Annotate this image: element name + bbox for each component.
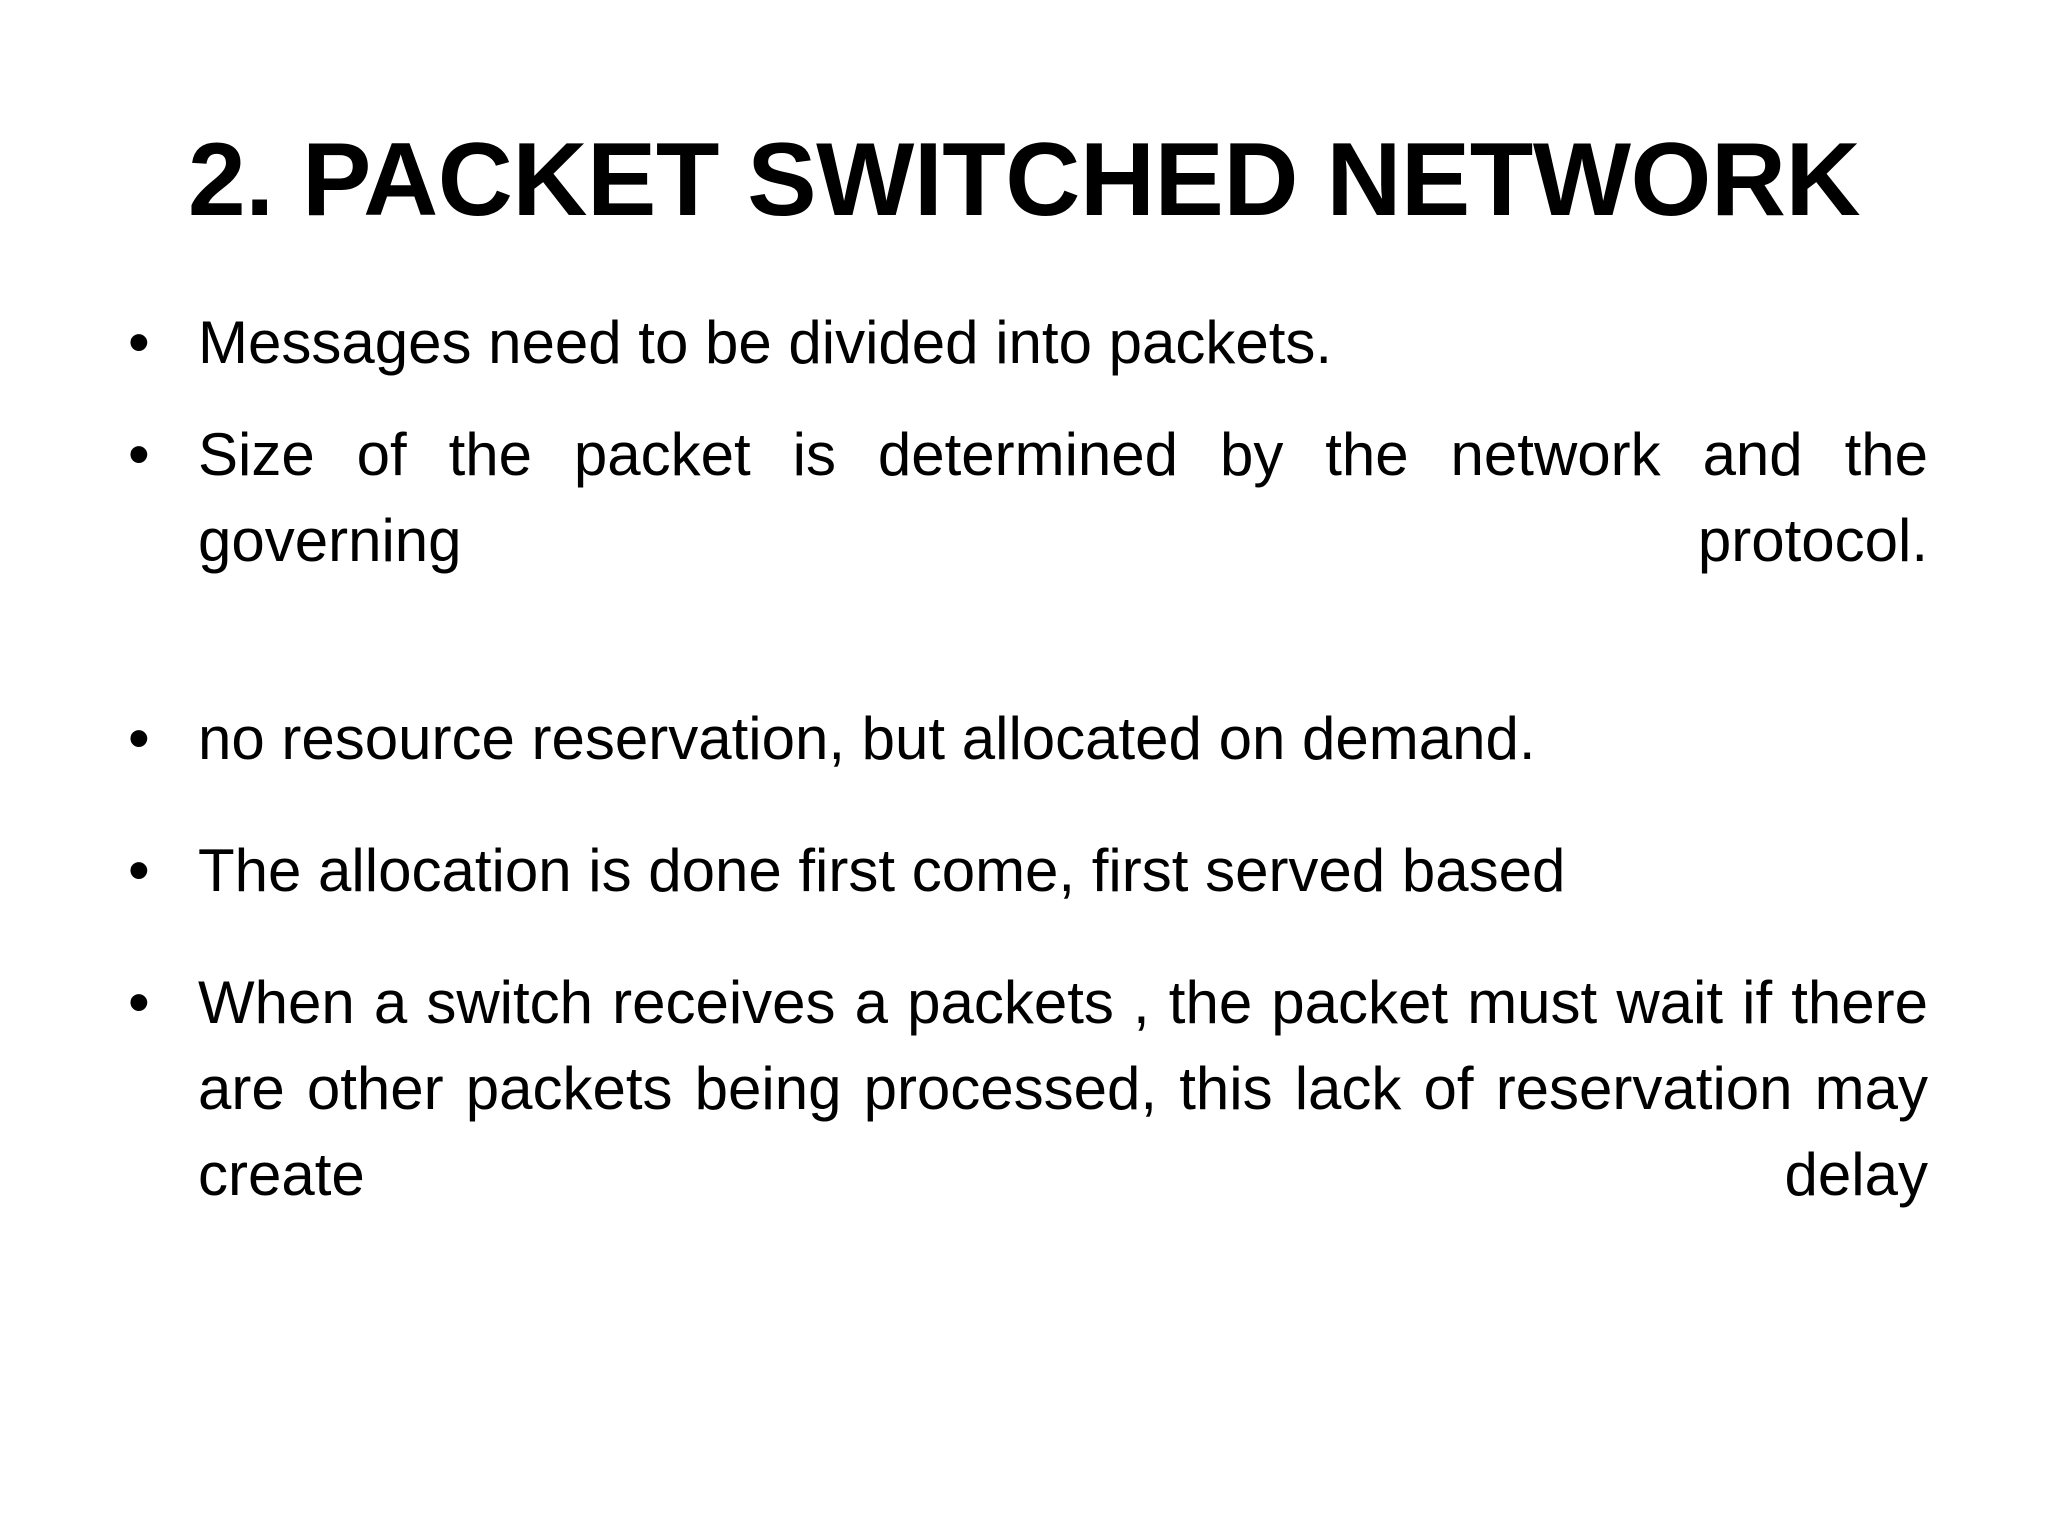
- bullet-text-first-come-first-served: The allocation is done first come, first…: [198, 837, 1566, 904]
- bullet-point-icon: •: [128, 704, 150, 773]
- list-item: • The allocation is done first come, fir…: [120, 828, 1928, 914]
- bullet-point-icon: •: [128, 420, 150, 489]
- bullet-point-icon: •: [128, 308, 150, 377]
- list-item: • When a switch receives a packets , the…: [120, 960, 1928, 1304]
- bullet-text-no-resource-reservation: no resource reservation, but allocated o…: [198, 705, 1536, 772]
- list-item: • Size of the packet is determined by th…: [120, 412, 1928, 670]
- bullet-list: • Messages need to be divided into packe…: [120, 300, 1928, 1330]
- page-title: 2. PACKET SWITCHED NETWORK: [187, 121, 1861, 238]
- bullet-text-packet-size: Size of the packet is determined by the …: [198, 421, 1928, 574]
- bullet-text-messages-divided: Messages need to be divided into packets…: [198, 309, 1333, 376]
- list-item: • no resource reservation, but allocated…: [120, 696, 1928, 782]
- bullet-point-icon: •: [128, 836, 150, 905]
- bullet-point-icon: •: [128, 968, 150, 1037]
- bullet-text-switch-wait-delay: When a switch receives a packets , the p…: [198, 969, 1928, 1208]
- list-item: • Messages need to be divided into packe…: [120, 300, 1928, 386]
